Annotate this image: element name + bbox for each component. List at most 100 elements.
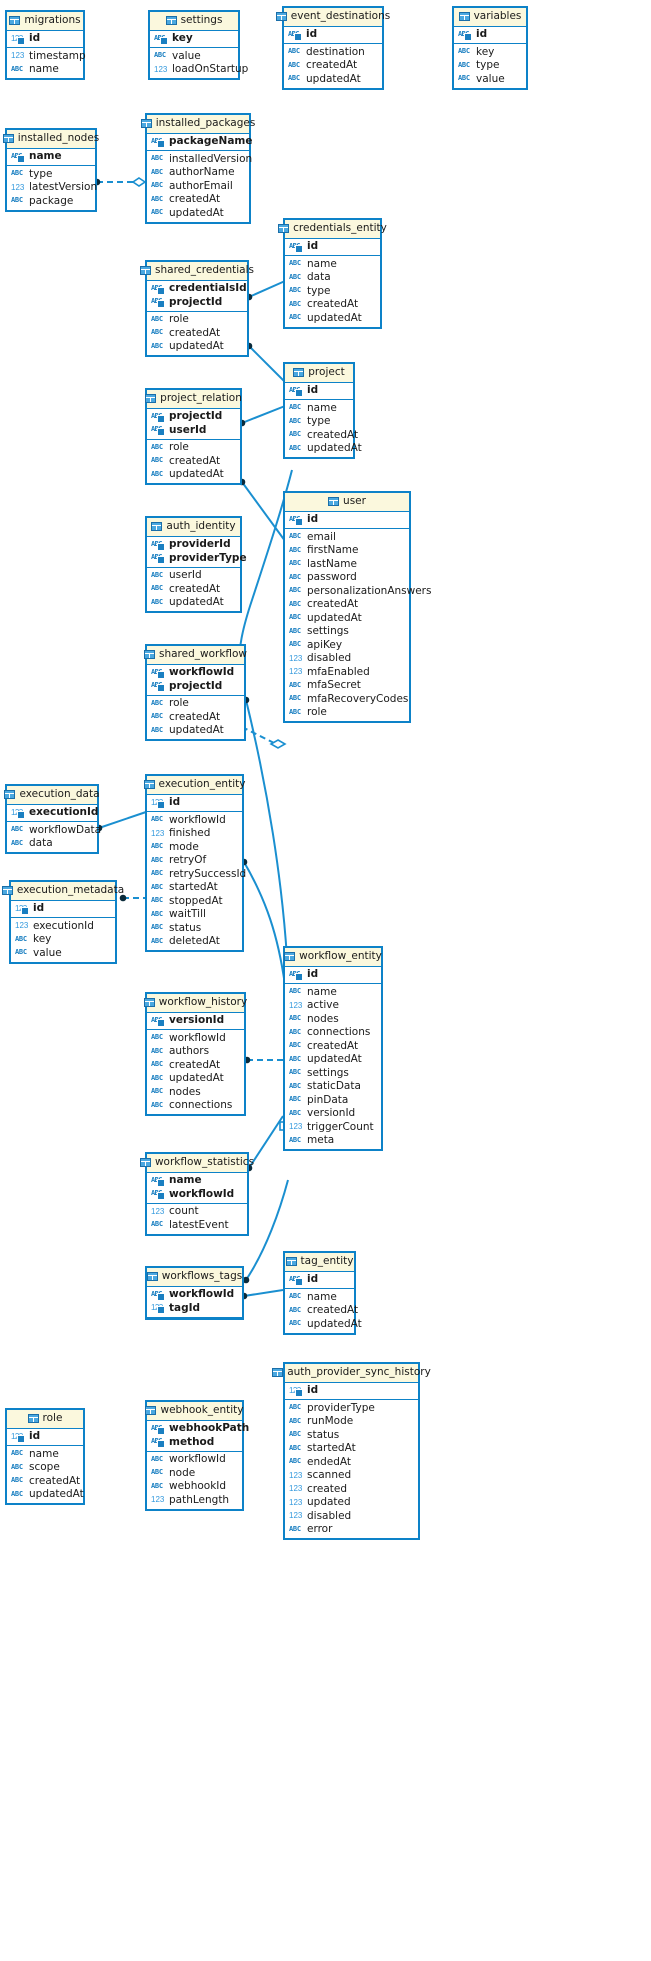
abc-type-icon	[151, 1482, 166, 1491]
primary-key-section: credentialsIdprojectId	[147, 281, 247, 312]
table-icon	[139, 1157, 151, 1167]
column-name: lastName	[307, 557, 357, 570]
columns-section: namescopecreatedAtupdatedAt	[7, 1446, 84, 1503]
entity-title-execution_metadata[interactable]: execution_metadata	[1, 882, 124, 901]
entity-auth_identity[interactable]: auth_identityproviderIdproviderTypeuserI…	[145, 516, 247, 613]
column-name: role	[169, 441, 189, 453]
entity-title-webhook_entity[interactable]: webhook_entity	[145, 1402, 244, 1421]
entity-title-execution_data[interactable]: execution_data	[4, 786, 100, 805]
entity-workflows_tags[interactable]: workflows_tagsworkflowIdtagId	[145, 1266, 244, 1320]
entity-installed_packages[interactable]: installed_packagespackageName installedVe…	[140, 113, 255, 224]
number-type-icon	[11, 34, 26, 45]
abc-type-icon	[289, 1319, 304, 1328]
primary-key-section: nameworkflowId	[147, 1173, 247, 1204]
abc-type-icon	[289, 242, 304, 253]
abc-type-icon	[289, 987, 304, 996]
entity-title-role[interactable]: role	[7, 1410, 83, 1429]
entity-title-variables[interactable]: variables	[454, 8, 526, 27]
entity-tag_entity[interactable]: tag_entityidnamecreatedAtupdatedAt	[283, 1251, 362, 1335]
column-row: personalizationAnswers	[285, 584, 431, 598]
entity-workflow_entity[interactable]: workflow_entityidnameactivenodesconnecti…	[283, 946, 383, 1151]
abc-type-icon	[289, 1095, 304, 1104]
entity-credentials_entity[interactable]: credentials_entityidnamedatatypecreatedA…	[278, 218, 387, 329]
abc-type-icon	[289, 259, 304, 268]
abc-type-icon	[151, 1424, 166, 1435]
abc-type-icon	[151, 1101, 166, 1110]
entity-title-auth_provider_sync_history[interactable]: auth_provider_sync_history	[272, 1364, 431, 1383]
column-row: updatedAt	[147, 340, 247, 354]
pk-column-row: id	[7, 1430, 83, 1444]
entity-execution_entity[interactable]: execution_entityidworkflowIdfinishedmode…	[143, 774, 246, 952]
entity-title-project_relation[interactable]: project_relation	[145, 390, 242, 409]
table-icon	[458, 11, 470, 21]
entity-name: workflow_statistics	[154, 1156, 255, 1168]
column-name: nodes	[169, 1085, 201, 1098]
entity-title-tag_entity[interactable]: tag_entity	[285, 1253, 354, 1272]
entity-title-shared_credentials[interactable]: shared_credentials	[140, 262, 254, 281]
entity-project_relation[interactable]: project_relationprojectIduserIdrolecreat…	[145, 388, 242, 485]
entity-title-event_destinations[interactable]: event_destinations	[275, 8, 390, 27]
entity-installed_nodes[interactable]: installed_nodesnametypelatestVersionpack…	[2, 128, 99, 212]
entity-workflow_statistics[interactable]: workflow_statisticsnameworkflowIdcountla…	[139, 1152, 254, 1236]
column-name: type	[307, 415, 331, 427]
entity-settings[interactable]: settingskeyvalueloadOnStartup	[148, 10, 248, 80]
entity-variables[interactable]: variablesidkeytypevalue	[452, 6, 528, 90]
entity-title-workflow_entity[interactable]: workflow_entity	[284, 948, 382, 967]
entity-name: variables	[473, 10, 522, 22]
abc-type-icon	[151, 181, 166, 190]
entity-title-user[interactable]: user	[285, 493, 409, 512]
column-name: installedVersion	[169, 152, 253, 165]
entity-title-workflow_statistics[interactable]: workflow_statistics	[139, 1154, 254, 1173]
entity-title-migrations[interactable]: migrations	[7, 12, 83, 31]
entity-webhook_entity[interactable]: webhook_entitywebhookPathmethodworkflowI…	[145, 1400, 249, 1511]
abc-type-icon	[289, 559, 304, 568]
entity-project[interactable]: projectidnametypecreatedAtupdatedAt	[283, 362, 362, 459]
column-row: createdAt	[285, 1304, 358, 1318]
entity-title-shared_workflow[interactable]: shared_workflow	[143, 646, 247, 665]
number-type-icon	[289, 1122, 304, 1131]
column-name: updatedAt	[306, 72, 361, 85]
entity-migrations[interactable]: migrationsidtimestampname	[5, 10, 86, 80]
column-row: retryOf	[147, 854, 242, 868]
abc-type-icon	[151, 425, 166, 437]
entity-title-workflows_tags[interactable]: workflows_tags	[146, 1268, 242, 1287]
entity-shared_credentials[interactable]: shared_credentialscredentialsIdprojectId…	[140, 260, 254, 357]
abc-type-icon	[151, 315, 166, 324]
column-name: userId	[169, 423, 207, 436]
entity-role[interactable]: roleid namescopecreatedAtupdatedAt	[5, 1408, 85, 1505]
primary-key-section: workflowIdtagId	[147, 1287, 242, 1318]
entity-title-workflow_history[interactable]: workflow_history	[143, 994, 247, 1013]
column-name: id	[29, 1430, 41, 1442]
abc-type-icon	[151, 1290, 166, 1301]
column-name: data	[29, 837, 53, 849]
entity-title-settings[interactable]: settings	[150, 12, 238, 31]
column-name: workflowId	[169, 1453, 226, 1465]
entity-event_destinations[interactable]: event_destinationsiddestinationcreatedAt…	[275, 6, 390, 90]
column-name: latestVersion	[29, 181, 98, 193]
abc-type-icon	[289, 1055, 304, 1064]
entity-execution_metadata[interactable]: execution_metadataidexecutionIdkeyvalue	[1, 880, 124, 964]
primary-key-section: versionId	[147, 1013, 244, 1030]
entity-title-installed_packages[interactable]: installed_packages	[140, 115, 255, 134]
column-name: id	[306, 28, 318, 40]
column-name: triggerCount	[307, 1120, 374, 1133]
entity-auth_provider_sync_history[interactable]: auth_provider_sync_historyidproviderType…	[272, 1362, 431, 1540]
column-row: endedAt	[285, 1455, 418, 1469]
table-icon	[2, 133, 14, 143]
entity-shared_workflow[interactable]: shared_workflowworkflowIdprojectIdrolecr…	[143, 644, 247, 741]
column-name: updatedAt	[169, 1072, 224, 1084]
columns-section: executionIdkeyvalue	[11, 918, 115, 962]
entity-workflow_history[interactable]: workflow_historyversionIdworkflowIdautho…	[143, 992, 247, 1116]
entity-user[interactable]: useridemailfirstNamelastNamepasswordpers…	[283, 491, 431, 723]
abc-type-icon	[289, 386, 304, 397]
entity-title-execution_entity[interactable]: execution_entity	[143, 776, 245, 795]
pk-column-row: packageName	[147, 135, 252, 149]
entity-title-credentials_entity[interactable]: credentials_entity	[278, 220, 387, 239]
entity-execution_data[interactable]: execution_dataexecutionIdworkflowDatadat…	[4, 784, 101, 854]
entity-title-project[interactable]: project	[285, 364, 353, 383]
column-row: connections	[147, 1099, 244, 1113]
column-row: workflowData	[7, 823, 101, 837]
entity-title-auth_identity[interactable]: auth_identity	[147, 518, 240, 537]
entity-title-installed_nodes[interactable]: installed_nodes	[2, 130, 99, 149]
column-name: startedAt	[307, 1442, 356, 1454]
